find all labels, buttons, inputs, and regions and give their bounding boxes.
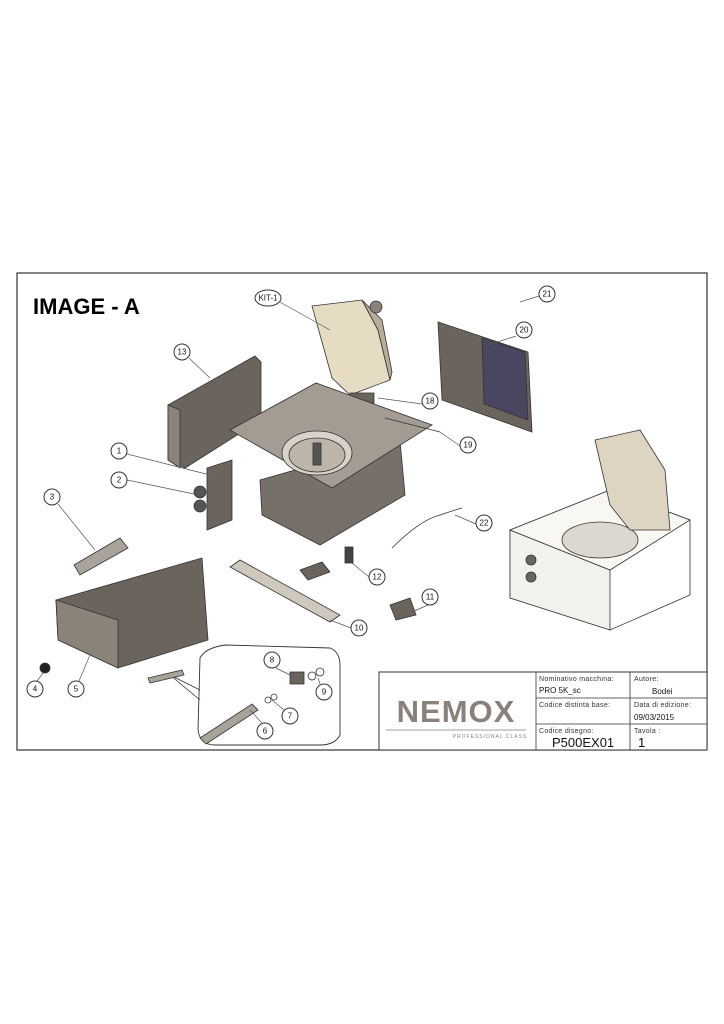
balloon-18: 18 <box>421 392 439 410</box>
part-12 <box>344 546 354 564</box>
author: Bodei <box>652 687 673 696</box>
lid-kit <box>311 299 393 404</box>
foot-4 <box>39 662 51 674</box>
svg-text:1: 1 <box>117 447 122 456</box>
balloon-21: 21 <box>538 285 556 303</box>
svg-text:11: 11 <box>426 593 435 602</box>
balloon-11: 11 <box>421 588 439 606</box>
control-panel-1 <box>193 459 233 531</box>
bracket-11 <box>389 597 417 621</box>
drawing-code: P500EX01 <box>552 735 614 750</box>
edition-date: 09/03/2015 <box>634 713 675 722</box>
svg-text:20: 20 <box>520 326 529 335</box>
rod-19 <box>384 417 441 433</box>
svg-text:6: 6 <box>263 727 268 736</box>
svg-text:10: 10 <box>355 624 364 633</box>
bom-code-label: Codice distinta base: <box>539 702 610 709</box>
balloon-10: 10 <box>350 619 368 637</box>
svg-text:5: 5 <box>74 685 79 694</box>
balloon-12: 12 <box>368 568 386 586</box>
svg-text:18: 18 <box>426 397 435 406</box>
svg-text:8: 8 <box>270 656 275 665</box>
svg-text:21: 21 <box>543 290 552 299</box>
detail-bubble <box>147 644 341 746</box>
power-cord-22 <box>391 507 463 549</box>
title-block: NEMOX PROFESSIONAL CLASS Nominativo macc… <box>378 671 708 751</box>
balloon-2: 2 <box>110 471 128 489</box>
drawing-code-label: Codice disegno: <box>539 728 594 735</box>
svg-text:4: 4 <box>33 685 38 694</box>
balloon-4: 4 <box>26 680 44 698</box>
tube-3 <box>73 537 129 576</box>
image-title: IMAGE - A <box>33 294 140 319</box>
nemox-logo: NEMOX <box>397 694 516 729</box>
balloon-20: 20 <box>515 321 533 339</box>
balloon-7: 7 <box>281 707 299 725</box>
sheet-label: Tavola : <box>634 728 661 735</box>
balloon-13: 13 <box>173 343 191 361</box>
balloon-3: 3 <box>43 488 61 506</box>
svg-text:19: 19 <box>464 441 473 450</box>
balloon-19: 19 <box>459 436 477 454</box>
side-panel-20 <box>437 321 533 433</box>
author-label: Autore: <box>634 676 659 683</box>
svg-text:2: 2 <box>117 476 122 485</box>
balloon-8: 8 <box>263 651 281 669</box>
edition-date-label: Data di edizione: <box>634 702 691 709</box>
leader-lines <box>36 295 540 724</box>
front-panel-5 <box>55 557 209 669</box>
svg-text:13: 13 <box>178 348 187 357</box>
svg-text:9: 9 <box>322 688 327 697</box>
rail-10 <box>229 559 341 623</box>
machine-name: PRO 5K_sc <box>539 686 581 695</box>
balloon-kit-1: KIT-1 <box>254 289 282 307</box>
balloon-6: 6 <box>256 722 274 740</box>
svg-text:12: 12 <box>373 573 382 582</box>
assembled-machine-view <box>508 429 691 631</box>
svg-text:3: 3 <box>50 493 55 502</box>
sheet-number: 1 <box>638 735 645 750</box>
machine-name-label: Nominativo macchina: <box>539 676 614 683</box>
balloon-1: 1 <box>110 442 128 460</box>
bracket-12 <box>299 561 331 581</box>
logo-tagline: PROFESSIONAL CLASS <box>453 734 528 740</box>
machine-body <box>229 382 433 546</box>
balloon-9: 9 <box>315 683 333 701</box>
balloon-22: 22 <box>475 514 493 532</box>
svg-text:22: 22 <box>480 519 489 528</box>
svg-text:KIT-1: KIT-1 <box>258 294 278 303</box>
balloon-5: 5 <box>67 680 85 698</box>
side-panel-13 <box>167 355 262 469</box>
svg-text:7: 7 <box>288 712 293 721</box>
drawing-border <box>16 272 708 751</box>
